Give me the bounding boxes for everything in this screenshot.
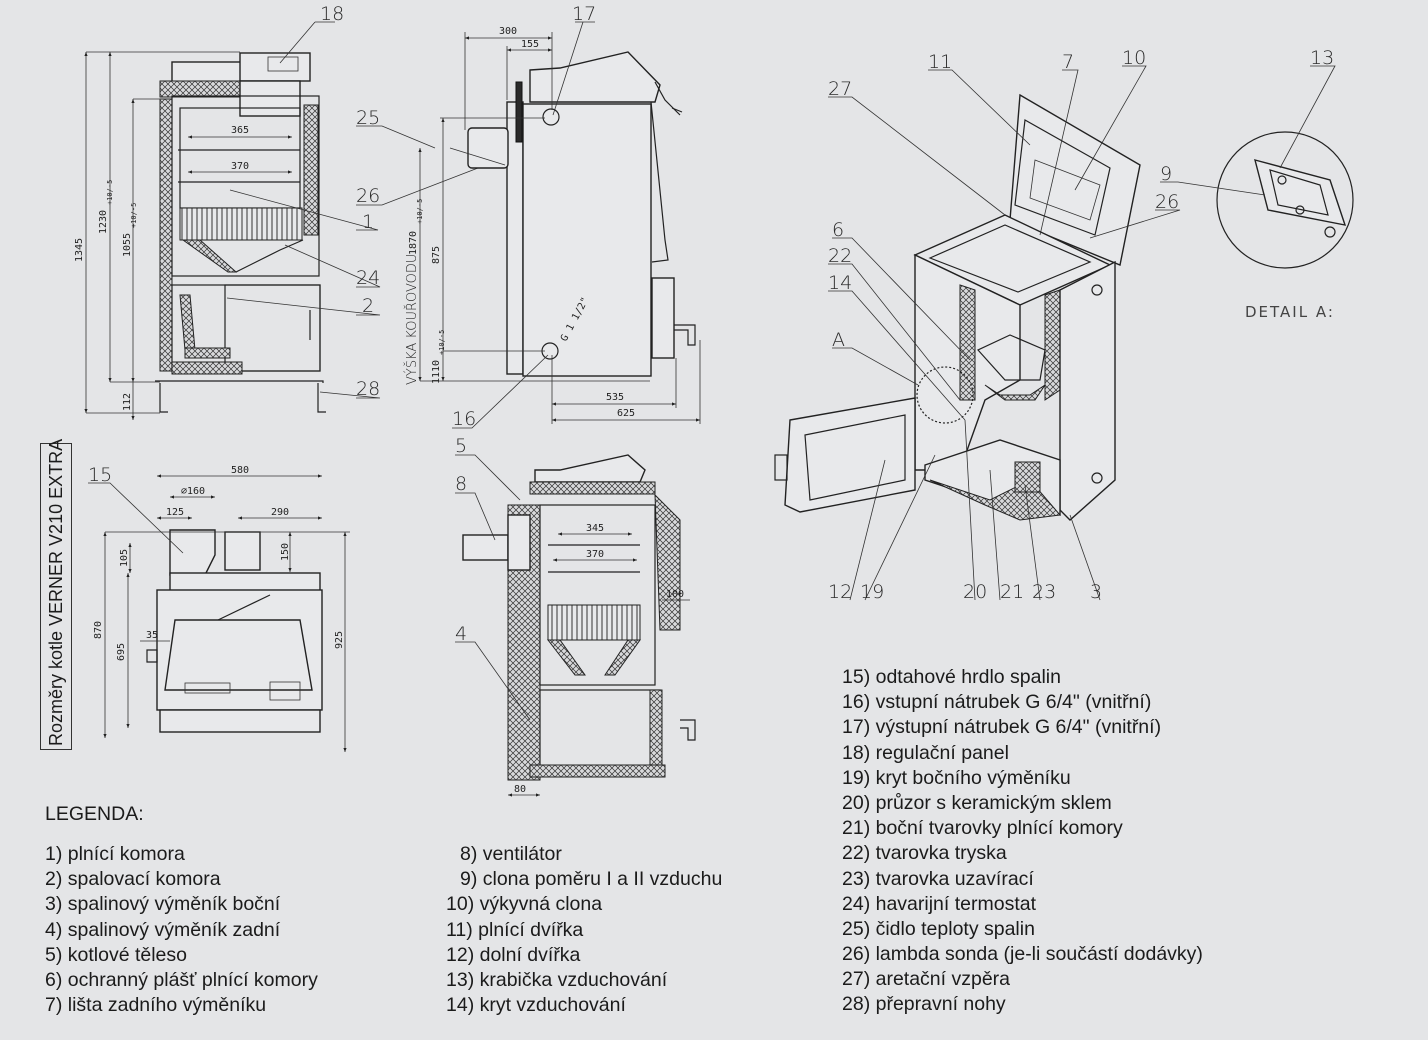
dimension-112: 112 — [122, 393, 133, 411]
dimension-535: 535 — [606, 392, 624, 403]
callout-3: 3 — [1090, 581, 1102, 603]
legend-item: 27) aretační vzpěra — [842, 968, 1011, 991]
callout-11: 11 — [928, 51, 952, 73]
callout-15: 15 — [88, 464, 112, 486]
callout-8: 8 — [455, 473, 467, 495]
legend-item: 20) průzor s keramickým sklem — [842, 791, 1112, 814]
legend-item: 7) lišta zadního výměníku — [45, 994, 267, 1017]
dimension-290: 290 — [271, 507, 289, 518]
callout-14: 14 — [828, 272, 852, 294]
legend-item: 1) plnící komora — [45, 843, 185, 865]
dimension-370: 370 — [586, 549, 604, 560]
legend-item: 23) tvarovka uzavírací — [842, 867, 1034, 890]
callout-19: 19 — [860, 581, 884, 603]
tolerance: +10/-5 — [416, 199, 424, 224]
fan-blower — [462, 534, 509, 561]
callout-12: 12 — [828, 581, 852, 603]
dimension-345: 345 — [586, 523, 604, 534]
callout-9: 9 — [1160, 163, 1172, 185]
dimension-875: 875 — [431, 246, 442, 264]
callout-5: 5 — [455, 435, 467, 457]
dimension-80: 80 — [514, 784, 526, 795]
dimension-625: 625 — [617, 408, 635, 419]
callout-28: 28 — [356, 378, 380, 400]
legend-item: 19) kryt bočního výměníku — [842, 766, 1071, 789]
callout-2: 2 — [362, 295, 374, 317]
legend-column-3: 15) odtahové hrdlo spalin 16) vstupní nát… — [842, 665, 1203, 1018]
legend-item: 18) regulační panel — [842, 741, 1009, 764]
legend-item: 25) čidlo teploty spalin — [842, 917, 1035, 940]
callout-22: 22 — [828, 245, 852, 267]
dimension-695: 695 — [116, 643, 127, 661]
callout-21: 21 — [1000, 581, 1024, 603]
legend-item: 6) ochranný plášť plnící komory — [45, 968, 318, 991]
dimension-365: 365 — [231, 125, 249, 136]
callout-26: 26 — [1155, 191, 1179, 213]
drawing-title: Rozměry kotle VERNER V210 EXTRA — [46, 438, 66, 746]
dimension-35: 35 — [146, 630, 158, 641]
exploded-view: DETAIL A: 27 11 7 10 13 9 26 6 22 14 A 1… — [774, 47, 1354, 603]
legend-item: 21) boční tvarovky plnící komory — [842, 817, 1123, 840]
tolerance: +10/-5 — [438, 330, 446, 355]
legend-item: 26) lambda sonda (je-li součástí dodávky… — [842, 943, 1203, 966]
dimension-1345: 1345 — [74, 238, 85, 262]
callout-18: 18 — [320, 3, 344, 25]
callout-16: 16 — [452, 408, 476, 430]
detail-a-circle — [1216, 131, 1354, 269]
dimension-1055: 1055 — [122, 233, 133, 257]
dimension-870: 870 — [93, 621, 104, 639]
legend-item: 3) spalinový výměník boční — [45, 893, 281, 916]
fan-blower — [467, 127, 509, 169]
callout-10: 10 — [1122, 47, 1146, 69]
legend-item: 17) výstupní nátrubek G 6/4" (vnitřní) — [842, 716, 1162, 739]
dimension-150: 150 — [280, 543, 291, 561]
dimension-370: 370 — [231, 161, 249, 172]
callout-27: 27 — [828, 78, 852, 100]
dimension-diameter-160: ⌀160 — [181, 486, 205, 497]
tolerance: +10/-5 — [106, 180, 114, 205]
legend-item: 2) spalovací komora — [45, 868, 221, 891]
legend-item: 22) tvarovka tryska — [842, 842, 1007, 865]
callout-1: 1 — [362, 211, 374, 233]
callout-17: 17 — [572, 3, 596, 25]
title-box: Rozměry kotle VERNER V210 EXTRA — [40, 438, 72, 750]
dimension-155: 155 — [521, 39, 539, 50]
tolerance: +10/-5 — [130, 203, 138, 228]
dimension-580: 580 — [231, 465, 249, 476]
callout-23: 23 — [1032, 581, 1056, 603]
side-section-view: 345 370 100 80 5 8 4 — [455, 435, 696, 797]
dimension-1230: 1230 — [98, 210, 109, 234]
front-section-view: 1345 1230 +10/-5 1055 +10/-5 112 365 370… — [74, 3, 479, 420]
legend-item: 15) odtahové hrdlo spalin — [842, 666, 1061, 688]
dimension-1870: 1870 — [408, 231, 419, 255]
legend-item: 24) havarijní termostat — [842, 892, 1037, 915]
callout-13: 13 — [1310, 47, 1334, 69]
dimension-125: 125 — [166, 507, 184, 518]
front-view: 580 ⌀160 125 290 150 105 870 695 35 925 … — [88, 464, 350, 752]
callout-24: 24 — [356, 267, 380, 289]
legend-title: LEGENDA: — [45, 803, 144, 825]
legend-item: 4) spalinový výměník zadní — [45, 918, 281, 941]
legend-item: 28) přepravní nohy — [842, 993, 1006, 1016]
callout-7: 7 — [1062, 51, 1074, 73]
callout-4: 4 — [455, 623, 467, 645]
flue-height-label: VÝŠKA KOUŘOVODU — [404, 254, 420, 385]
legend-item: 5) kotlové těleso — [45, 943, 187, 966]
dimension-300: 300 — [499, 26, 517, 37]
callout-26: 26 — [356, 185, 380, 207]
side-view: 300 155 875 VÝŠKA KOUŘOVODU 1870 +10/-5 … — [404, 3, 701, 430]
callout-20: 20 — [963, 581, 987, 603]
callout-a: A — [832, 329, 845, 351]
dimension-925: 925 — [334, 631, 345, 649]
legend-item: 16) vstupní nátrubek G 6/4" (vnitřní) — [842, 691, 1152, 714]
dimension-105: 105 — [119, 549, 130, 567]
dimension-100: 100 — [666, 589, 684, 600]
detail-a-label: DETAIL A: — [1245, 303, 1335, 321]
callout-25: 25 — [356, 107, 380, 129]
dimension-1110: 1110 — [431, 360, 442, 384]
callout-6: 6 — [832, 219, 844, 241]
